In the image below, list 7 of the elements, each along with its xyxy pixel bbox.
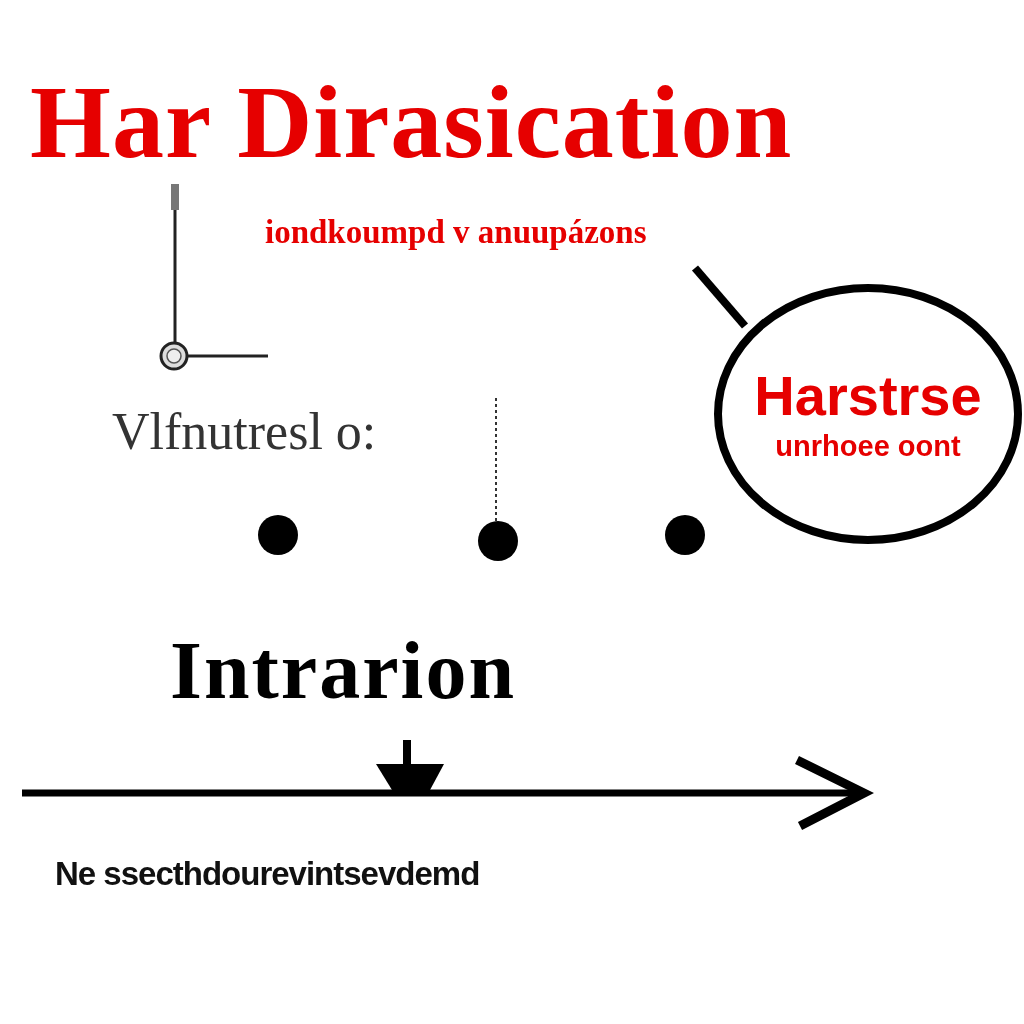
side-label: Vlfnutresl o: <box>112 402 377 461</box>
node-text: unrhoee oont <box>775 430 961 463</box>
subtitle: iondkoumpd v anuupázons <box>265 214 647 251</box>
title: Har Dirasication <box>30 63 793 181</box>
node-heading: Harstrse <box>754 365 982 427</box>
axis-label: Ne ssecthdourevintsevdemd <box>55 855 480 893</box>
heading-label: Intrarion <box>170 624 516 718</box>
